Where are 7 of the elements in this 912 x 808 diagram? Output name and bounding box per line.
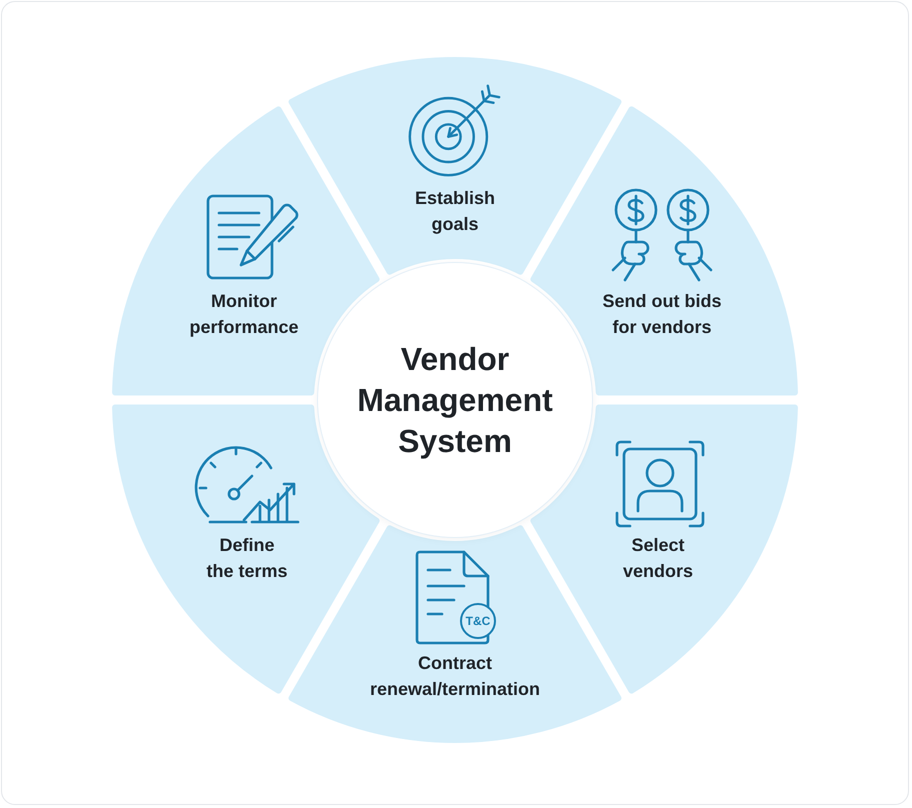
segment-label: Select vendors	[622, 534, 694, 583]
segment-label: Establish goals	[414, 187, 496, 236]
segment-label: Define the terms	[205, 534, 289, 583]
segment-label: Contract renewal/termination	[368, 652, 542, 701]
segment-label: Monitor performance	[188, 290, 300, 339]
hub-title: Vendor Management System	[356, 340, 554, 461]
segment-label: Send out bids for vendors	[602, 290, 722, 339]
